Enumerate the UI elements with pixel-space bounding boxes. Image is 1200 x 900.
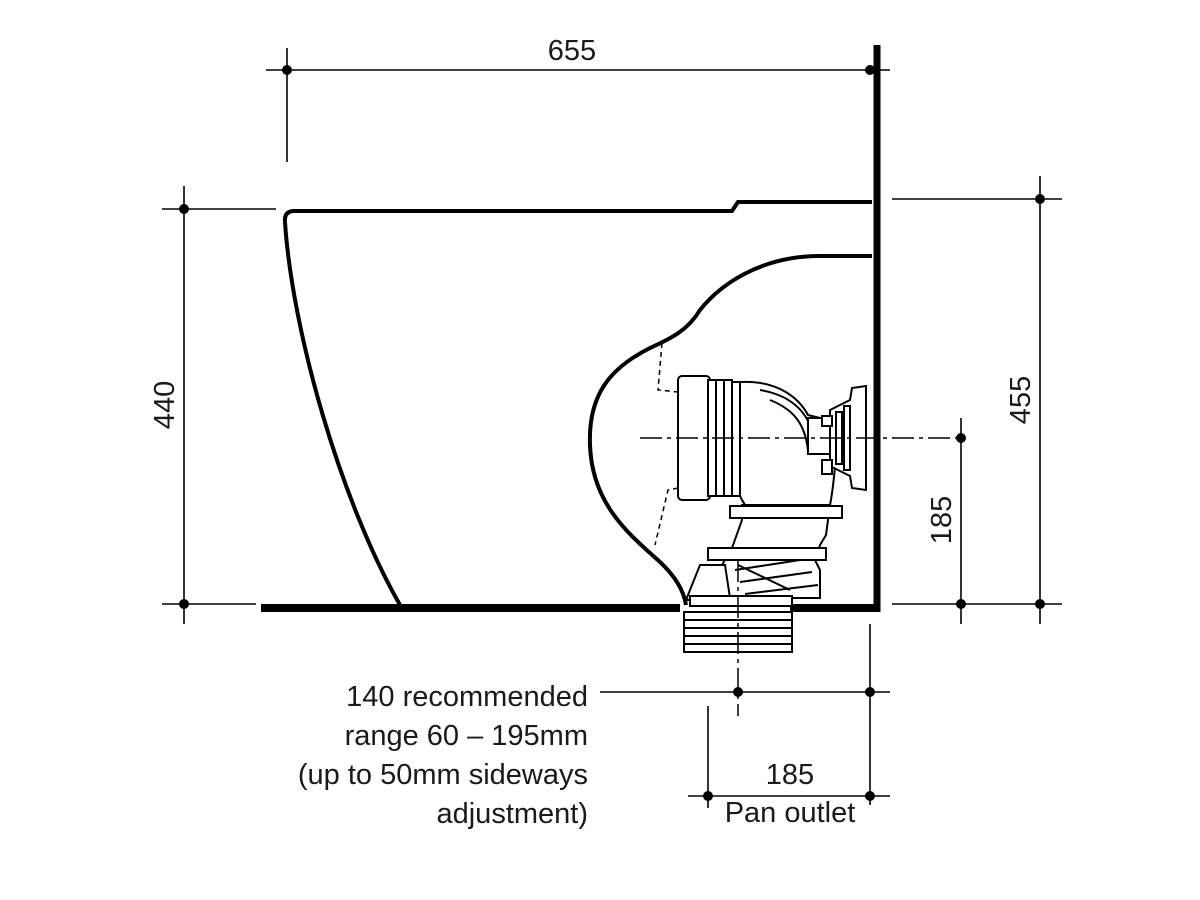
dim-dot-left xyxy=(733,687,743,697)
connector-base xyxy=(684,564,732,602)
connector-base-plate xyxy=(689,595,793,607)
connector-elbow xyxy=(739,380,838,506)
pan-trap-outline xyxy=(587,254,872,606)
dim-label-455: 455 xyxy=(1005,376,1037,424)
dimension-overall-depth: 655 xyxy=(266,35,890,162)
dimension-pan-height: 440 xyxy=(149,186,276,624)
dimension-setout-range xyxy=(600,624,890,805)
dim-dot-bottom xyxy=(179,599,189,609)
dimension-wall-height: 455 xyxy=(892,176,1062,624)
dim-dot-right xyxy=(865,65,875,75)
flange-clip-1 xyxy=(821,459,833,475)
pan-body xyxy=(282,200,872,606)
hidden-edge-lower xyxy=(654,487,679,546)
connector-rib-4 xyxy=(731,381,741,497)
note-line-3: (up to 50mm sideways xyxy=(298,759,588,791)
dimension-pan-outlet: 185 Pan outlet xyxy=(688,706,890,829)
dim-dot-right xyxy=(865,687,875,697)
dim-dot-right xyxy=(865,791,875,801)
dim-dot-top xyxy=(179,204,189,214)
dim-label-655: 655 xyxy=(548,35,596,67)
dim-dot-bottom xyxy=(956,599,966,609)
dim-dot-top xyxy=(1035,194,1045,204)
note-line-4: adjustment) xyxy=(436,798,588,830)
setout-note: 140 recommended range 60 – 195mm (up to … xyxy=(298,681,588,830)
wall-and-floor xyxy=(261,45,881,612)
dim-dot-left xyxy=(282,65,292,75)
hidden-edge-upper xyxy=(657,342,679,393)
dim-label-185-horizontal: 185 xyxy=(766,759,814,791)
dim-label-440: 440 xyxy=(149,381,181,429)
connector-collar-mid xyxy=(707,547,827,561)
dim-dot-left xyxy=(703,791,713,801)
note-line-1: 140 recommended xyxy=(346,681,588,713)
pan-front-outline xyxy=(283,221,402,606)
dimension-outlet-height: 185 xyxy=(926,418,966,624)
note-line-2: range 60 – 195mm xyxy=(345,720,588,752)
pan-top-outline xyxy=(282,200,872,223)
dim-label-185-vertical: 185 xyxy=(926,496,958,544)
flange-clip-2 xyxy=(821,415,833,427)
connector-collar-upper xyxy=(729,505,843,519)
dim-dot-bottom xyxy=(1035,599,1045,609)
pan-outlet-label: Pan outlet xyxy=(725,797,856,829)
dim-dot-top xyxy=(956,433,966,443)
connector-twist-detail xyxy=(734,559,819,595)
